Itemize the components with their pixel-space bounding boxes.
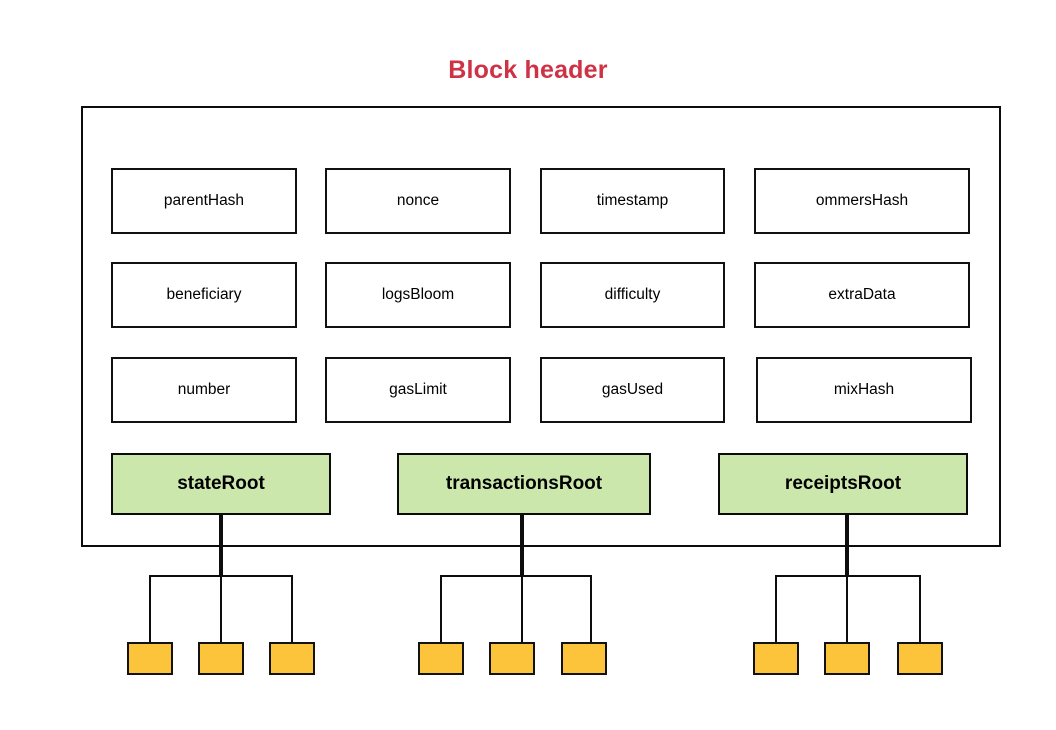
- field-box-parenthash[interactable]: parentHash: [111, 168, 297, 234]
- field-label: ommersHash: [815, 192, 909, 209]
- field-label: parentHash: [163, 192, 245, 209]
- root-label: transactionsRoot: [445, 473, 603, 494]
- tree-branch-bar-receiptsroot: [775, 575, 921, 577]
- field-box-ommershash[interactable]: ommersHash: [754, 168, 970, 234]
- root-box-stateroot[interactable]: stateRoot: [111, 453, 331, 515]
- tree-trunk-receiptsroot: [845, 513, 849, 576]
- leaf-box-receiptsroot-3[interactable]: [897, 642, 943, 675]
- tree-leaf-edge-receiptsroot-2: [846, 575, 848, 643]
- field-label: nonce: [396, 192, 440, 209]
- field-box-gaslimit[interactable]: gasLimit: [325, 357, 511, 423]
- tree-trunk-transactionsroot: [520, 513, 524, 576]
- leaf-box-stateroot-3[interactable]: [269, 642, 315, 675]
- field-box-difficulty[interactable]: difficulty: [540, 262, 725, 328]
- tree-branch-bar-transactionsroot: [440, 575, 592, 577]
- field-box-extradata[interactable]: extraData: [754, 262, 970, 328]
- field-box-timestamp[interactable]: timestamp: [540, 168, 725, 234]
- leaf-box-transactionsroot-2[interactable]: [489, 642, 535, 675]
- leaf-box-transactionsroot-1[interactable]: [418, 642, 464, 675]
- field-box-logsbloom[interactable]: logsBloom: [325, 262, 511, 328]
- tree-leaf-edge-stateroot-3: [291, 575, 293, 643]
- field-label: difficulty: [604, 286, 661, 303]
- field-box-mixhash[interactable]: mixHash: [756, 357, 972, 423]
- field-label: extraData: [828, 286, 896, 303]
- leaf-box-stateroot-2[interactable]: [198, 642, 244, 675]
- root-label: receiptsRoot: [784, 473, 902, 494]
- tree-leaf-edge-stateroot-1: [149, 575, 151, 643]
- field-box-gasused[interactable]: gasUsed: [540, 357, 725, 423]
- tree-leaf-edge-receiptsroot-1: [775, 575, 777, 643]
- field-label: gasLimit: [389, 381, 447, 398]
- leaf-box-stateroot-1[interactable]: [127, 642, 173, 675]
- root-label: stateRoot: [177, 473, 265, 494]
- field-label: number: [177, 381, 231, 398]
- block-header-container: [81, 106, 1001, 547]
- field-label: timestamp: [596, 192, 669, 209]
- page-title: Block header: [448, 56, 608, 84]
- root-box-transactionsroot[interactable]: transactionsRoot: [397, 453, 651, 515]
- tree-leaf-edge-receiptsroot-3: [919, 575, 921, 643]
- tree-leaf-edge-transactionsroot-1: [440, 575, 442, 643]
- leaf-box-receiptsroot-2[interactable]: [824, 642, 870, 675]
- field-label: gasUsed: [601, 381, 664, 398]
- field-label: logsBloom: [381, 286, 455, 303]
- tree-leaf-edge-stateroot-2: [220, 575, 222, 643]
- tree-leaf-edge-transactionsroot-2: [521, 575, 523, 643]
- leaf-box-transactionsroot-3[interactable]: [561, 642, 607, 675]
- field-box-number[interactable]: number: [111, 357, 297, 423]
- root-box-receiptsroot[interactable]: receiptsRoot: [718, 453, 968, 515]
- tree-leaf-edge-transactionsroot-3: [590, 575, 592, 643]
- tree-trunk-stateroot: [219, 513, 223, 576]
- field-label: beneficiary: [166, 286, 242, 303]
- leaf-box-receiptsroot-1[interactable]: [753, 642, 799, 675]
- field-box-beneficiary[interactable]: beneficiary: [111, 262, 297, 328]
- field-box-nonce[interactable]: nonce: [325, 168, 511, 234]
- field-label: mixHash: [833, 381, 895, 398]
